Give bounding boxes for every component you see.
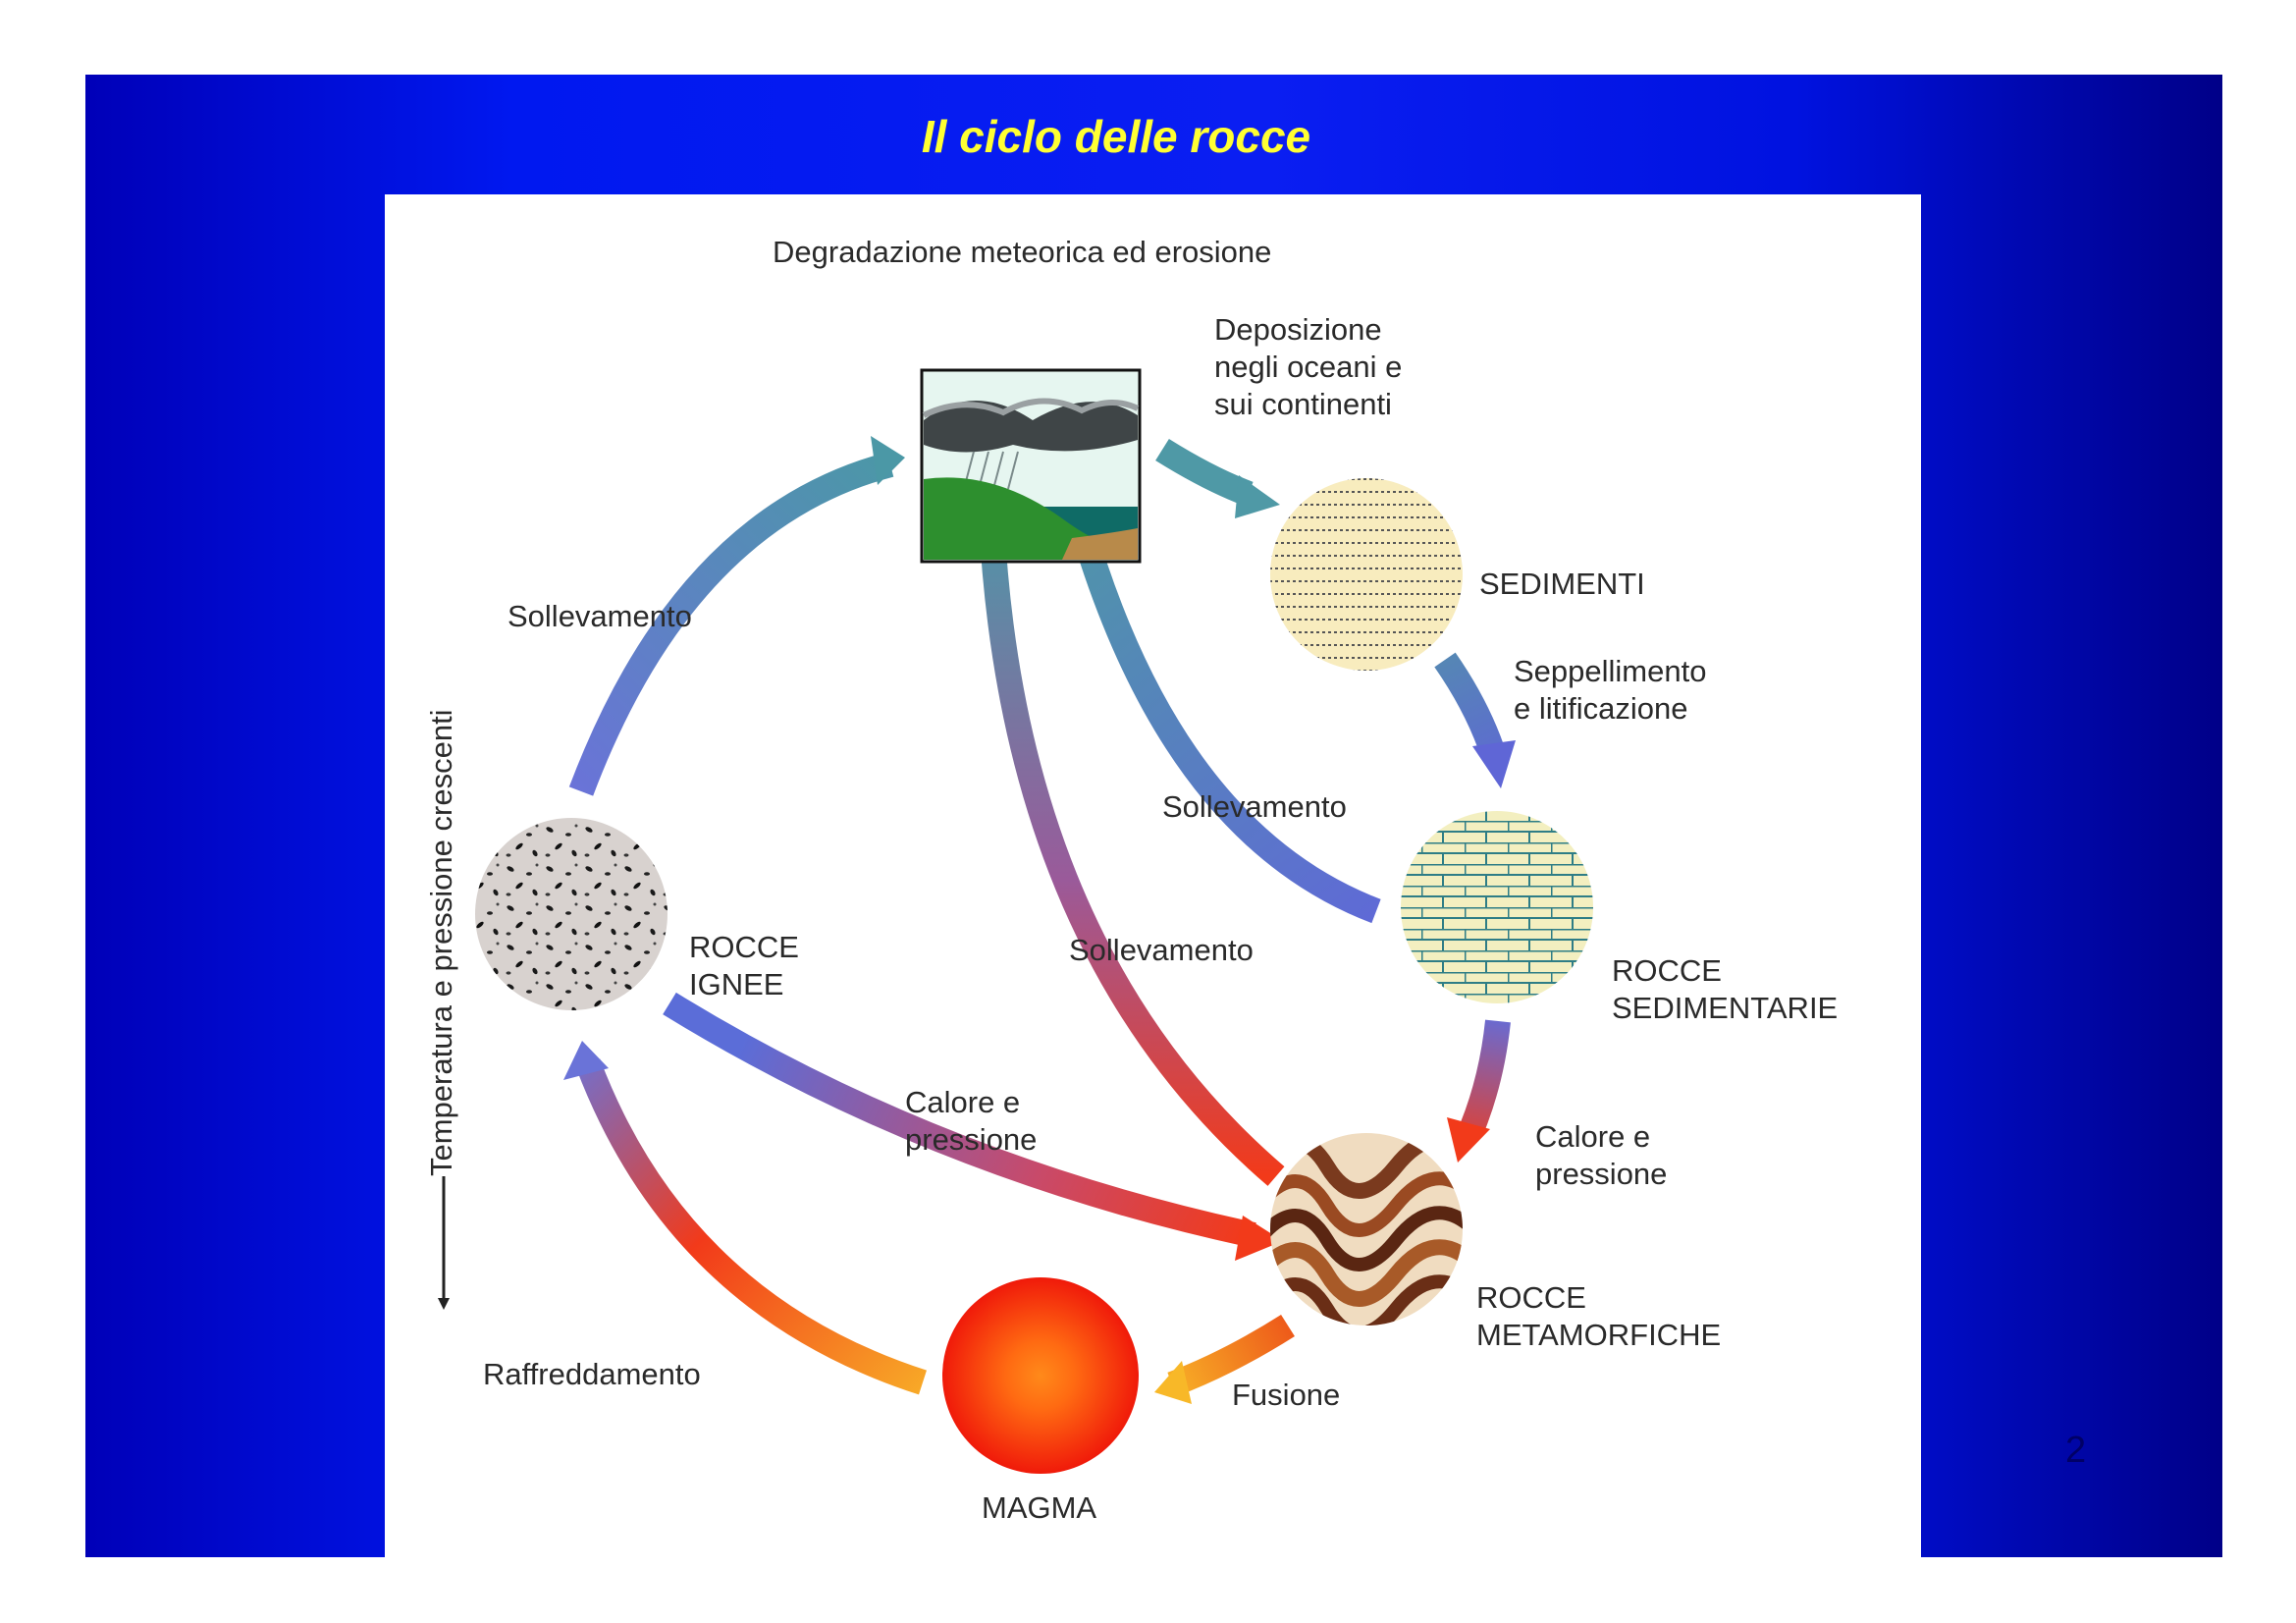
rocce-sedimentarie-circle (1401, 811, 1593, 1003)
page-number: 2 (2065, 1430, 2086, 1472)
label-sollevamento-center: Sollevamento (1069, 933, 1254, 967)
label-rocce-metamorfiche-2: METAMORFICHE (1476, 1318, 1721, 1352)
label-fusione: Fusione (1232, 1378, 1340, 1412)
label-rocce-sedimentarie-2: SEDIMENTARIE (1612, 991, 1838, 1025)
label-rocce-ignee-1: ROCCE (689, 930, 799, 964)
slide-title: Il ciclo delle rocce (85, 110, 2147, 163)
label-calore-center-1: Calore e (905, 1085, 1020, 1119)
label-axis: Temperatura e pressione crescenti (424, 709, 458, 1176)
label-sedimenti: SEDIMENTI (1479, 567, 1645, 601)
label-rocce-ignee-2: IGNEE (689, 967, 783, 1001)
slide: Il ciclo delle rocce (85, 75, 2222, 1557)
label-calore-right-2: pressione (1535, 1157, 1667, 1191)
sedimenti-circle (1270, 478, 1463, 671)
arrow-sollevamento-center (968, 501, 1276, 1176)
label-deposizione-1: Deposizione (1214, 312, 1382, 347)
label-magma: MAGMA (982, 1490, 1096, 1525)
label-rocce-sedimentarie-1: ROCCE (1612, 953, 1722, 988)
label-rocce-metamorfiche-1: ROCCE (1476, 1280, 1586, 1315)
label-calore-center-2: pressione (905, 1122, 1037, 1157)
label-sollevamento-mid: Sollevamento (1162, 789, 1347, 824)
label-degradazione: Degradazione meteorica ed erosione (773, 235, 1271, 269)
weathering-illustration (922, 370, 1140, 562)
axis-temperature-pressure: Temperatura e pressione crescenti (424, 709, 458, 1304)
label-seppellimento-1: Seppellimento (1514, 654, 1706, 688)
magma-circle (942, 1277, 1139, 1474)
rocce-metamorfiche-circle (1258, 1132, 1474, 1333)
arrow-deposizione (1162, 450, 1280, 518)
rock-cycle-diagram: Degradazione meteorica ed erosione Depos… (385, 194, 1921, 1557)
label-calore-right-1: Calore e (1535, 1119, 1650, 1154)
arrow-seppellimento (1445, 660, 1516, 788)
label-raffreddamento: Raffreddamento (483, 1357, 701, 1391)
label-deposizione-3: sui continenti (1214, 387, 1392, 421)
label-deposizione-2: negli oceani e (1214, 350, 1402, 384)
arrow-sed-to-meta (1447, 1021, 1498, 1163)
label-seppellimento-2: e litificazione (1514, 691, 1687, 726)
label-sollevamento-left: Sollevamento (507, 599, 692, 633)
rocce-ignee-circle (475, 818, 667, 1010)
arrow-raffreddamento (563, 1041, 923, 1382)
